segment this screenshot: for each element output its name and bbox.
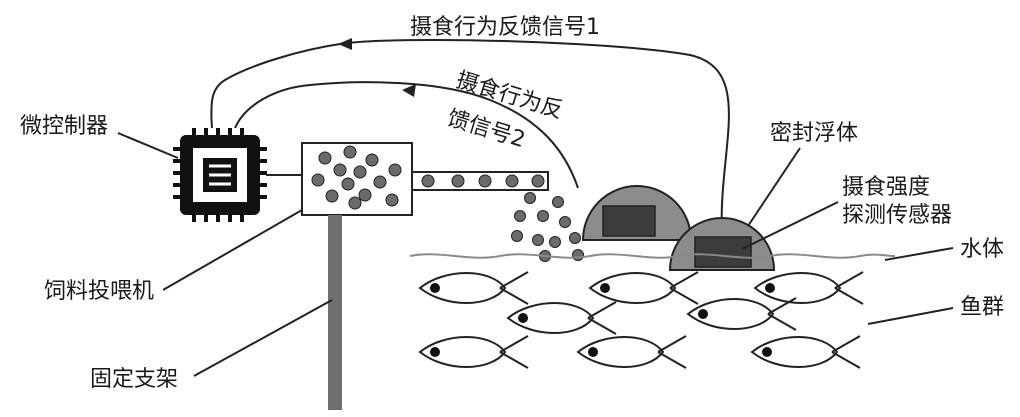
fish — [753, 271, 864, 305]
fixed-stand-label: 固定支架 — [90, 367, 178, 392]
fish-school-label: 鱼群 — [960, 295, 1004, 320]
feeder-label: 饲料投喂机 — [44, 279, 154, 304]
fish — [418, 335, 529, 369]
fixed-stand — [328, 215, 342, 410]
microcontroller-chip — [173, 128, 267, 222]
sensor-label-line2: 探测传感器 — [842, 203, 952, 228]
leader-lines — [117, 132, 954, 377]
sensor-label-line1: 摄食强度 — [842, 175, 930, 200]
fish — [686, 297, 797, 331]
feeder-box — [301, 142, 413, 216]
feed-tube — [411, 171, 549, 191]
water-label: 水体 — [960, 237, 1004, 262]
microcontroller-label: 微控制器 — [20, 114, 108, 139]
feedback-signal-2-arrow — [234, 81, 579, 189]
sealed-float-label: 密封浮体 — [770, 121, 858, 146]
fish — [506, 301, 617, 335]
water-surface — [409, 253, 896, 259]
fish — [418, 271, 529, 305]
fish — [588, 271, 699, 305]
feedback-signal-1-label: 摄食行为反馈信号1 — [410, 15, 600, 40]
fish-school — [418, 271, 864, 369]
fish — [750, 335, 861, 369]
falling-pellets — [511, 192, 584, 262]
fish — [576, 335, 687, 369]
feedback-signal-1-arrow — [210, 38, 730, 233]
sealed-float-dome-left — [581, 185, 693, 241]
